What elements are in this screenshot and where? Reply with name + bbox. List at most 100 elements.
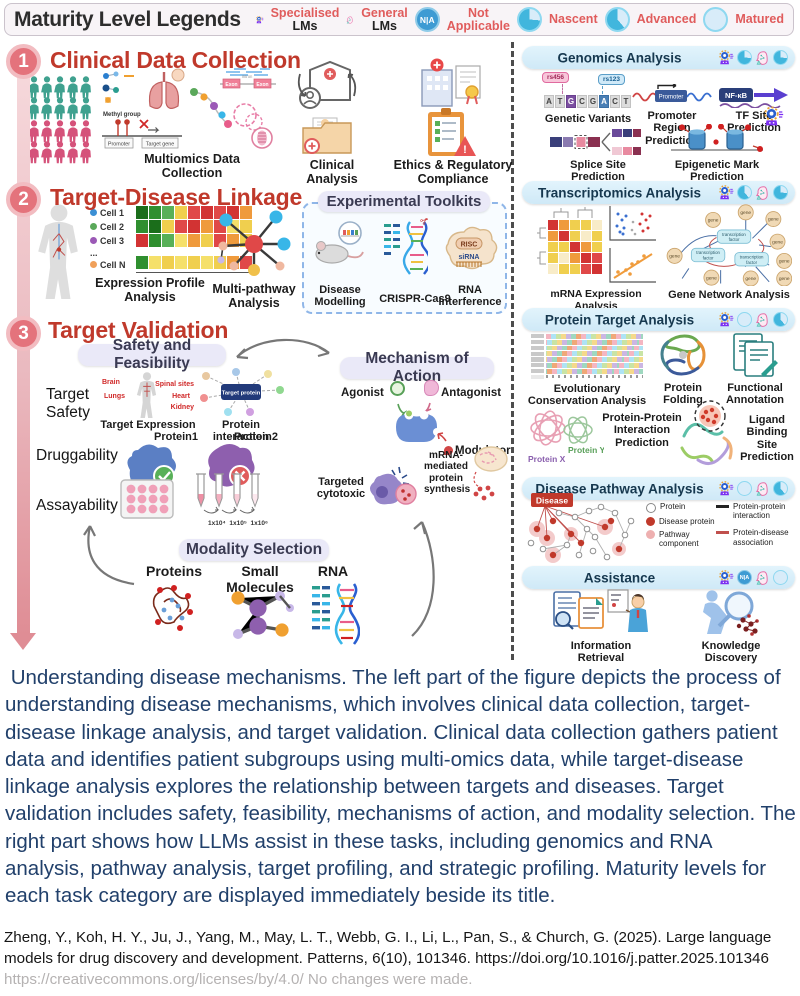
specialised-lm-icon [255, 15, 264, 24]
ligand-binding-icon [680, 400, 733, 465]
advanced-pie-icon [737, 185, 752, 200]
legend-pda: Protein-disease association [733, 528, 789, 547]
step-3-badge: 3 [6, 316, 41, 351]
intron-label: Intron [242, 74, 253, 79]
splice-site-item: Splice Site Prediction [548, 128, 648, 184]
expression-heatmap [136, 206, 252, 273]
lungs-icon [148, 68, 185, 109]
gene-node-label: gene [740, 211, 751, 216]
matured-pie-icon [737, 481, 752, 496]
disease-protein-icon [646, 517, 655, 526]
human-body-icon [38, 204, 78, 299]
tf-label: transcription [722, 232, 746, 237]
gene-network-item: gene gene gene gene gene gene gene gene … [664, 204, 794, 301]
pathway-component-icon [646, 530, 655, 540]
cell1-dot [90, 209, 97, 216]
multiomics-label: Multiomics Data Collection [144, 152, 240, 181]
antagonist-label: Antagonist [441, 387, 502, 399]
methyl-group-label: Methyl group [103, 112, 141, 118]
panel-genomics-header: Genomics Analysis [522, 46, 795, 69]
protein-folding-icon [660, 334, 706, 376]
variant-letter: C [610, 95, 620, 108]
rna-icon [312, 583, 360, 645]
mrna-mediated-label: mRNA-mediated protein synthesis [424, 450, 471, 495]
records-folder-icon [302, 117, 352, 154]
genetic-variants-label: Genetic Variants [544, 113, 632, 125]
variant-letter: T [555, 95, 565, 108]
disease-modelling-label: Disease Modelling [314, 284, 366, 309]
receptor-icon [396, 402, 447, 442]
modality-selection-pill: Modality Selection [179, 539, 329, 561]
disease-legend-col1: Protein Disease protein Pathway componen… [646, 502, 716, 553]
tube-label-2: 1x10⁵ [229, 520, 247, 527]
clinical-cycle-icon [297, 60, 357, 109]
assistance-title: Assistance [583, 570, 656, 585]
variant-letter: T [621, 95, 631, 108]
general-lm-icon [756, 312, 768, 327]
small-molecules-icon [231, 591, 294, 639]
pda-line-icon [716, 531, 729, 534]
legend-na-label-2: Applicable [446, 18, 510, 33]
rs123-tag: rs123 [598, 74, 625, 85]
chromatin-icon [233, 103, 273, 149]
tube-labels: 1x10⁴ 1x10⁵ 1x10⁶ [194, 520, 268, 527]
epigenetic-item: Epigenetic Mark Prediction [664, 124, 770, 184]
gene-node-label: gene [706, 276, 717, 281]
nascent-pie-icon [516, 7, 542, 32]
well-plate-icon [120, 479, 174, 519]
advanced-pie-icon [773, 312, 788, 327]
molecule-icon [102, 71, 134, 104]
genomics-title: Genomics Analysis [557, 50, 682, 65]
specialised-lm-icon [719, 49, 734, 65]
small-molecules-label: Small Molecules [226, 563, 294, 595]
step-1-badge: 1 [6, 44, 41, 79]
dilution-tubes-icon [196, 473, 260, 514]
timeline-arrow [10, 633, 36, 650]
matured-pie-icon [737, 312, 752, 327]
safety-feasibility-pill: Safety and Feasibility [78, 337, 226, 372]
gene-network-icon: gene gene gene gene gene gene gene gene … [666, 204, 792, 286]
knowledge-discovery-item: Knowledge Discovery [690, 588, 772, 665]
specialised-lm-icon [719, 184, 734, 200]
mechanism-of-action-pill: Mechanism of Action [340, 350, 494, 385]
functional-annotation-icon [733, 333, 778, 377]
svg-text:transcription: transcription [722, 232, 746, 237]
panel-protein-header: Protein Target Analysis [522, 308, 795, 331]
matured-pie-icon [773, 570, 788, 585]
proteins-icon [152, 585, 193, 631]
knowledge-discovery-label: Knowledge Discovery [701, 640, 761, 665]
rna-label: RNA [317, 563, 349, 579]
general-lm-icon [756, 481, 768, 496]
evolutionary-label: Evolutionary Conservation Analysis [527, 382, 647, 408]
gene-node-label: gene [669, 255, 680, 260]
target-safety-label: Target Safety [46, 386, 90, 421]
svg-text:factor: factor [729, 237, 740, 242]
multiomics-collage: Exon Intron Exon Methyl group Promoter T… [100, 68, 278, 152]
disease-pathway-title: Disease Pathway Analysis [535, 481, 704, 496]
column-divider [511, 42, 514, 660]
promoter-box-label: Promoter [659, 95, 684, 101]
general-lm-icon [756, 570, 768, 585]
mrna-expression-label: mRNA Expression Analysis [550, 288, 642, 312]
compliance-checklist-icon: ! [428, 108, 476, 156]
legend-title: Maturity Level Legends [14, 7, 241, 31]
risc-label: RISC [461, 242, 478, 249]
druggability-label: Druggability [36, 447, 118, 464]
cell1-label: Cell 1 [100, 207, 125, 218]
exon1-label: Exon [225, 82, 237, 88]
expression-profile-label: Expression Profile Analysis [95, 276, 205, 305]
cellN-label: Cell N [100, 259, 126, 270]
disease-network-icon: Disease [527, 493, 635, 563]
specialised-lm-icon [719, 480, 734, 496]
crispr-label: CRISPR-Cas9 [379, 293, 451, 305]
epigenetic-mark-label: Epigenetic Mark Prediction [674, 159, 760, 184]
protein-y-label: Protein Y [568, 445, 604, 455]
protein-x-label: Protein X [528, 454, 566, 464]
tf-label: factor [729, 237, 740, 242]
tf-label: factor [703, 256, 714, 261]
protein-folding-item: Protein Folding [650, 332, 716, 407]
experimental-toolkits-title: Experimental Toolkits [318, 191, 490, 212]
information-retrieval-label: Information Retrieval [570, 640, 632, 665]
multi-pathway-label: Multi-pathway Analysis [212, 282, 296, 311]
